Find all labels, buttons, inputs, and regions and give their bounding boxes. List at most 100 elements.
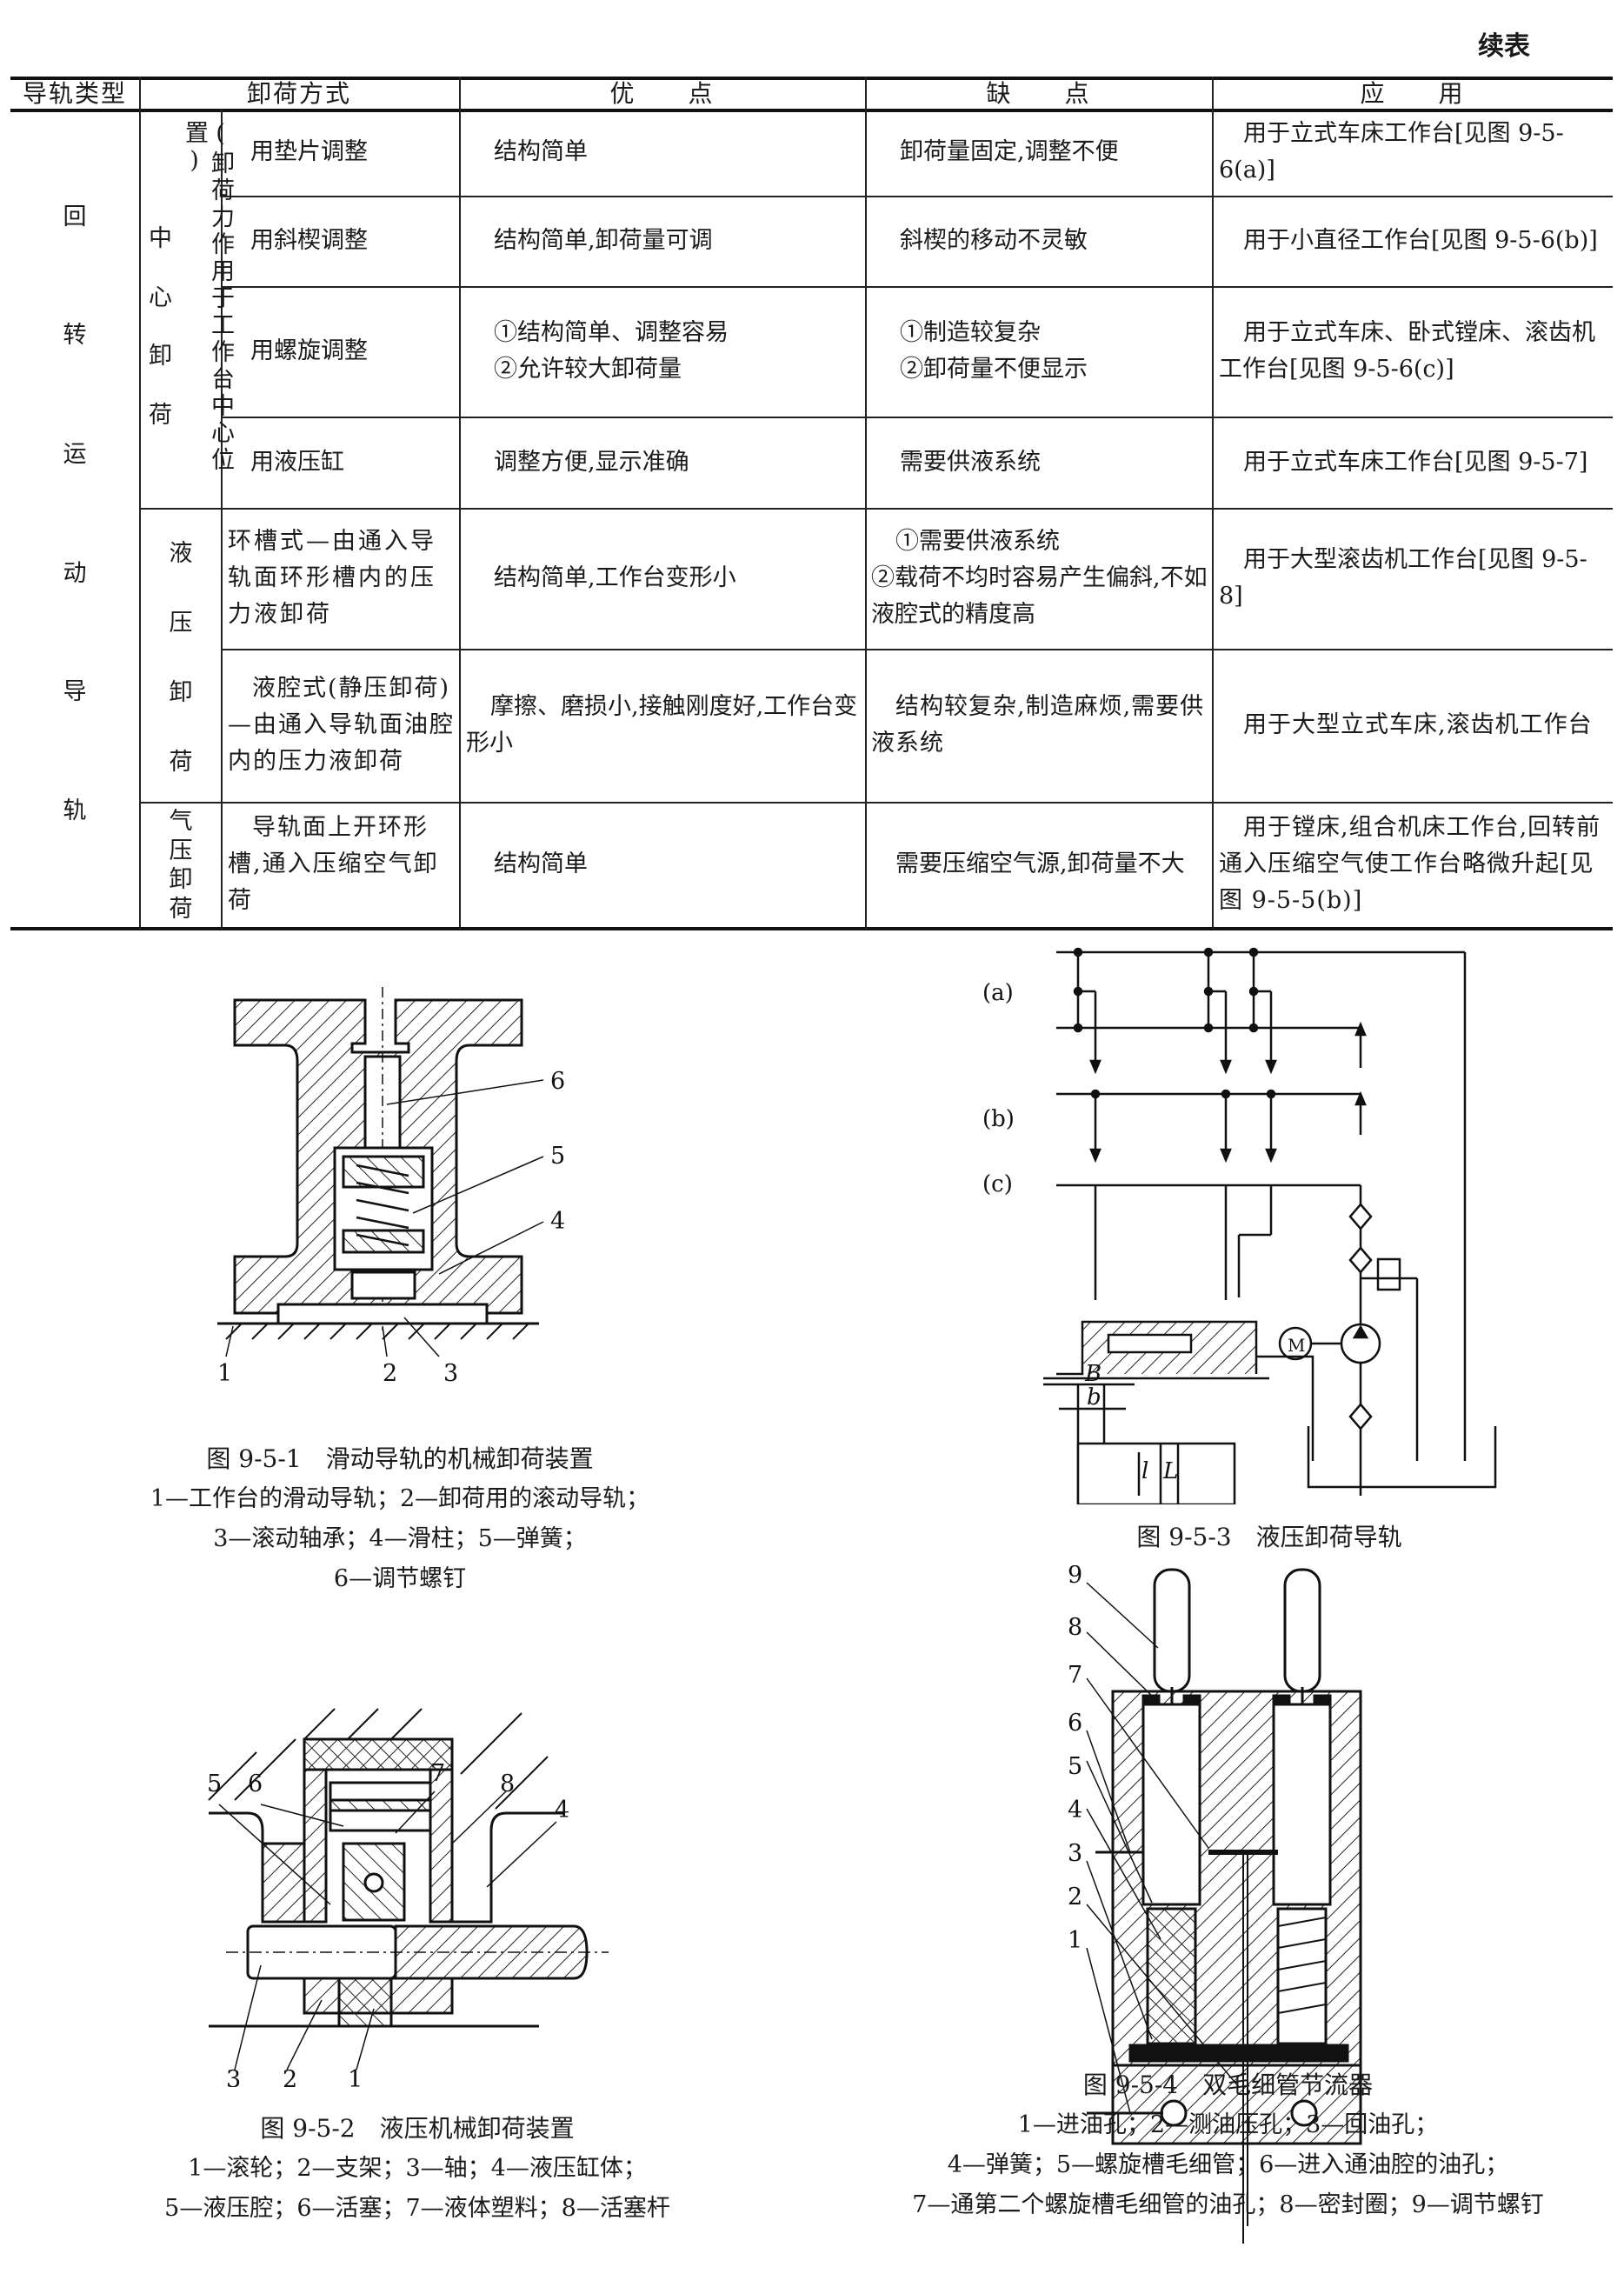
- group-char: 气: [169, 807, 193, 835]
- figure-legend-line: 1—工作台的滑动导轨；2—卸荷用的滚动导轨；: [150, 1485, 650, 1512]
- throttle-a: [1076, 952, 1273, 1068]
- header-unload-method: 卸荷方式: [246, 78, 351, 108]
- figure-9-5-3-diagram: (a) (b) (c) B b l L M: [982, 947, 1497, 1504]
- col-divider: [139, 77, 141, 929]
- group-char: 荷: [169, 748, 193, 776]
- unloading-methods-table: 导轨类型 卸荷方式 优 点 缺 点 应 用 回 转 运 动 导 轨 中 心 卸 …: [10, 77, 1613, 930]
- callout-4: 4: [555, 1797, 569, 1824]
- table-bottom-rule: [10, 927, 1613, 930]
- table-row-pros: 结构简单,工作台变形小: [494, 564, 736, 591]
- table-row-cons: ①需要供液系统 ②载荷不均时容易产生偏斜,不如液腔式的精度高: [871, 528, 1208, 628]
- header-guide-type: 导轨类型: [22, 78, 127, 108]
- table-row-cons: 斜楔的移动不灵敏: [900, 227, 1088, 254]
- callout-8: 8: [1068, 1614, 1082, 1641]
- col-divider: [1212, 77, 1214, 929]
- variant-b-label: (b): [982, 1106, 1015, 1132]
- dim-B-label: B: [1084, 1361, 1102, 1387]
- callout-2: 2: [1068, 1884, 1082, 1911]
- callout-5: 5: [550, 1143, 565, 1170]
- header-application: 应 用: [1360, 78, 1465, 108]
- group-hydraulic-unload: 液 压 卸 荷: [141, 516, 221, 794]
- row-divider: [221, 417, 1613, 418]
- table-row-pros: 摩擦、磨损小,接触刚度好,工作台变形小: [466, 693, 858, 757]
- figure-title: 图 9-5-2 液压机械卸荷装置: [260, 2114, 575, 2143]
- figure-9-5-3-caption: 图 9-5-3 液压卸荷导轨: [956, 1517, 1582, 1557]
- callout-6: 6: [550, 1068, 565, 1095]
- figure-legend-line: 6—调节螺钉: [333, 1565, 467, 1592]
- table-row-use: 用于镗床,组合机床工作台,回转前通入压缩空气使工作台略微升起[见图 9-5-5(…: [1219, 814, 1601, 914]
- continued-table-label: 续表: [1478, 31, 1530, 62]
- figure-9-5-2-diagram: 5 6 7 8 4 3 2 1: [207, 1708, 609, 2087]
- table-row-use: 用于立式车床工作台[见图 9-5-6(a)]: [1219, 120, 1564, 183]
- figure-legend-line: 4—弹簧；5—螺旋槽毛细管；6—进入通油腔的油孔；: [947, 2151, 1509, 2178]
- figure-legend-line: 3—滚动轴承；4—滑柱；5—弹簧；: [213, 1525, 587, 1552]
- callout-4: 4: [550, 1208, 565, 1235]
- table-row-method: 导轨面上开环形槽,通入压缩空气卸荷: [228, 814, 439, 914]
- table-row-pros: 结构简单: [494, 138, 588, 165]
- figure-9-5-4-diagram: 9 8 7 6 5 4 3 2 1: [1068, 1565, 1362, 2244]
- table-row-use: 用于立式车床、卧式镗床、滚齿机工作台[见图 9-5-6(c)]: [1219, 319, 1595, 383]
- group-char: 卸: [169, 678, 193, 706]
- callout-2: 2: [283, 2066, 297, 2087]
- group-center-unload: 中 心 卸 荷: [141, 207, 180, 442]
- callout-4: 4: [1068, 1797, 1082, 1824]
- callout-1: 1: [348, 2066, 363, 2087]
- callout-9: 9: [1068, 1565, 1082, 1589]
- table-row-method: 液腔式(静压卸荷)—由通入导轨面油腔内的压力液卸荷: [228, 675, 455, 775]
- table-row-use: 用于大型滚齿机工作台[见图 9-5-8]: [1219, 546, 1587, 610]
- guide-type-char: 转: [63, 322, 87, 350]
- group-char: 压: [169, 837, 193, 864]
- guide-type-rotary: 回 转 运 动 导 轨: [10, 155, 139, 868]
- figure-legend-line: 1—进油孔；2—测油压孔；3—回油孔；: [1017, 2111, 1439, 2138]
- figure-9-5-2-caption: 图 9-5-2 液压机械卸荷装置 1—滚轮；2—支架；3—轴；4—液压缸体； 5…: [52, 2109, 782, 2229]
- dim-l-label: l: [1141, 1458, 1148, 1484]
- table-row-pros: 调整方便,显示准确: [494, 448, 689, 476]
- callout-3: 3: [1068, 1840, 1082, 1867]
- figure-legend-line: 7—通第二个螺旋槽毛细管的油孔；8—密封圈；9—调节螺钉: [912, 2191, 1544, 2218]
- figure-9-5-4-caption: 图 9-5-4 双毛细管节流器 1—进油孔；2—测油压孔；3—回油孔； 4—弹簧…: [835, 2065, 1621, 2225]
- variant-a-label: (a): [982, 980, 1014, 1006]
- row-divider: [139, 802, 1613, 804]
- dim-L-label: L: [1162, 1458, 1178, 1484]
- table-row-method: 用螺旋调整: [250, 337, 368, 364]
- figure-legend-line: 5—液压腔；6—活塞；7—液体塑料；8—活塞杆: [164, 2195, 670, 2222]
- group-char: 卸: [169, 866, 193, 894]
- table-row-method: 用垫片调整: [250, 138, 368, 165]
- figure-legend-line: 1—滚轮；2—支架；3—轴；4—液压缸体；: [188, 2155, 647, 2182]
- header-advantages: 优 点: [609, 78, 715, 108]
- guide-type-char: 导: [63, 678, 87, 706]
- figure-title: 图 9-5-3 液压卸荷导轨: [1136, 1523, 1402, 1551]
- variant-c-label: (c): [982, 1171, 1013, 1197]
- callout-8: 8: [500, 1771, 515, 1797]
- table-row-use: 用于大型立式车床,滚齿机工作台: [1243, 711, 1593, 738]
- table-row-method: 环槽式—由通入导轨面环形槽内的压力液卸荷: [228, 528, 436, 628]
- guide-type-char: 运: [63, 441, 87, 469]
- figure-title: 图 9-5-4 双毛细管节流器: [1082, 2071, 1374, 2099]
- guide-type-char: 回: [63, 203, 87, 230]
- table-row-cons: 需要压缩空气源,卸荷量不大: [895, 850, 1185, 877]
- motor-icon: M: [1288, 1335, 1305, 1356]
- group-char: 荷: [149, 401, 172, 429]
- table-row-method: 用斜楔调整: [250, 227, 368, 254]
- table-top-rule: [10, 77, 1613, 80]
- table-row-pros: ①结构简单、调整容易 ②允许较大卸荷量: [494, 319, 729, 383]
- table-row-cons: 需要供液系统: [900, 448, 1041, 476]
- callout-3: 3: [443, 1360, 458, 1387]
- group-pneumatic-unload: 气 压 卸 荷: [141, 807, 221, 924]
- dim-b-label: b: [1087, 1384, 1102, 1410]
- group-char: 液: [169, 539, 193, 567]
- table-row-use: 用于小直径工作台[见图 9-5-6(b)]: [1243, 227, 1598, 254]
- guide-type-char: 轨: [63, 797, 87, 825]
- header-bottom-rule: [10, 109, 1613, 112]
- col-divider: [221, 109, 223, 929]
- callout-5: 5: [1068, 1753, 1082, 1780]
- row-divider: [221, 649, 1613, 650]
- callout-6: 6: [1068, 1710, 1082, 1737]
- table-row-pros: 结构简单,卸荷量可调: [494, 227, 713, 254]
- callout-1: 1: [1068, 1927, 1082, 1954]
- figure-9-5-1-diagram: 6 5 4 1 2 3: [217, 987, 565, 1387]
- callout-2: 2: [383, 1360, 397, 1387]
- row-divider: [221, 196, 1613, 197]
- table-row-cons: ①制造较复杂 ②卸荷量不便显示: [900, 319, 1088, 383]
- row-divider: [139, 508, 1613, 510]
